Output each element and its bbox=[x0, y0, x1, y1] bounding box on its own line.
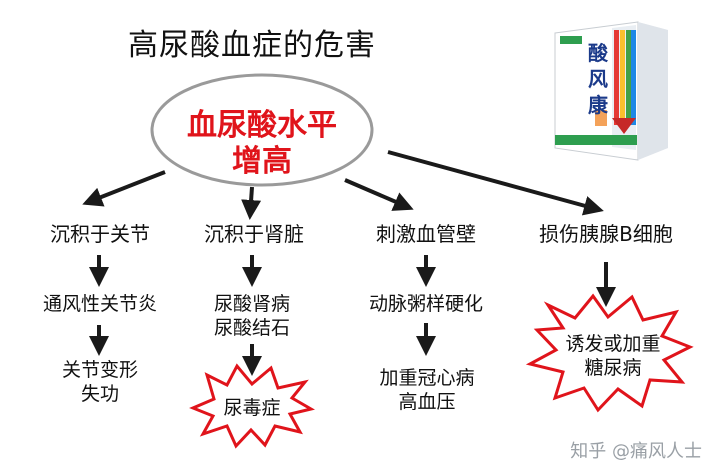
node-kidney-deposit: 沉积于肾脏 bbox=[204, 222, 304, 246]
burst-uremia bbox=[189, 363, 316, 449]
node-diabetes-line-2: 糖尿病 bbox=[584, 357, 642, 379]
node-coronary-line-1: 加重冠心病 bbox=[379, 367, 475, 389]
product-char-3: 康 bbox=[588, 93, 608, 117]
center-line-1: 血尿酸水平 bbox=[187, 108, 337, 143]
page-title: 高尿酸血症的危害 bbox=[128, 28, 376, 63]
product-char-2: 风 bbox=[588, 67, 608, 91]
arrow-to-kidney bbox=[241, 186, 262, 220]
product-char-1: 酸 bbox=[588, 41, 608, 65]
node-uric-nephropathy: 尿酸肾病 尿酸结石 bbox=[202, 292, 302, 340]
arrow-to-pancreas bbox=[387, 150, 604, 216]
product-name: 酸 风 康 bbox=[586, 40, 610, 118]
node-vessel-irritation: 刺激血管壁 bbox=[376, 222, 476, 246]
center-node: 血尿酸水平 增高 bbox=[172, 108, 352, 180]
node-uremia: 尿毒症 bbox=[223, 397, 281, 419]
node-atherosclerosis: 动脉粥样硬化 bbox=[368, 293, 483, 315]
arrow-to-joint bbox=[82, 170, 166, 207]
node-uric-nephropathy-line-2: 尿酸结石 bbox=[213, 317, 290, 339]
product-box bbox=[554, 21, 668, 161]
center-line-2: 增高 bbox=[232, 144, 292, 179]
node-uric-nephropathy-line-1: 尿酸肾病 bbox=[213, 293, 290, 315]
node-joint-deformity: 关节变形 失功 bbox=[50, 358, 150, 406]
watermark: 知乎 @痛风人士 bbox=[570, 441, 702, 462]
node-joint-deformity-line-1: 关节变形 bbox=[61, 359, 138, 381]
node-pancreas-damage: 损伤胰腺B细胞 bbox=[539, 222, 673, 246]
arrow-to-vessel bbox=[344, 178, 414, 211]
node-diabetes-line-1: 诱发或加重 bbox=[565, 333, 661, 355]
node-joint-deformity-line-2: 失功 bbox=[80, 383, 119, 405]
burst-diabetes bbox=[525, 293, 694, 413]
node-joint-deposit: 沉积于关节 bbox=[50, 222, 150, 246]
node-gouty-arthritis: 通风性关节炎 bbox=[42, 293, 157, 315]
node-diabetes: 诱发或加重 糖尿病 bbox=[558, 332, 668, 380]
node-coronary-line-2: 高血压 bbox=[398, 391, 456, 413]
center-ellipse bbox=[150, 73, 374, 187]
node-coronary-hypertension: 加重冠心病 高血压 bbox=[372, 366, 482, 414]
